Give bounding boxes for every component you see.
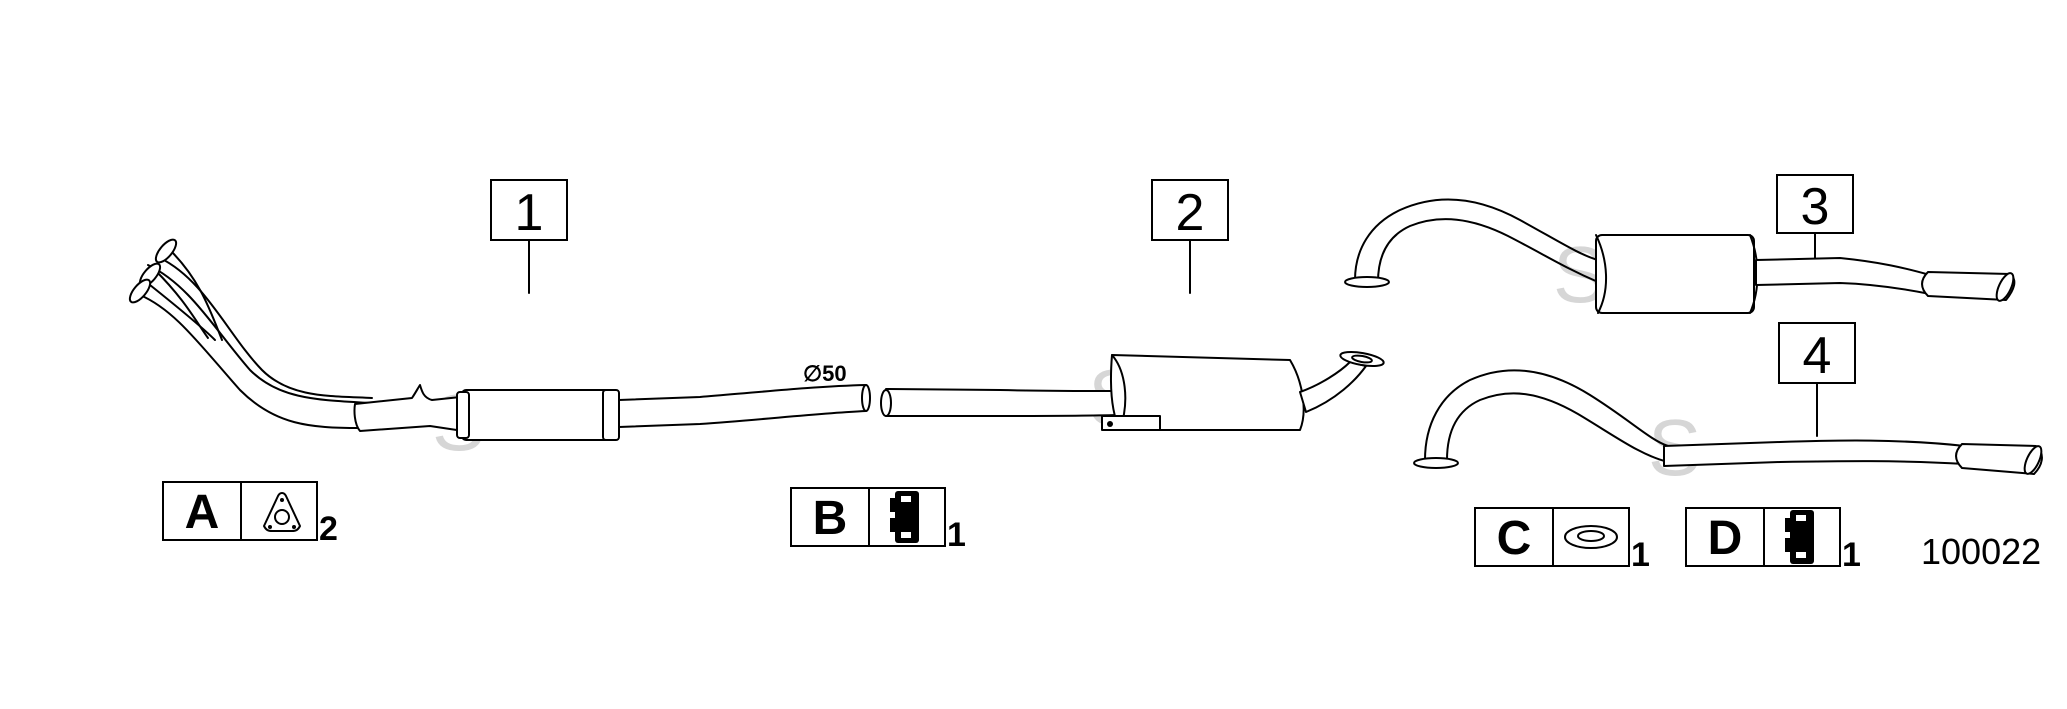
fitting-c-qty: 1 [1631,536,1650,574]
part-number-3: 3 [1801,178,1830,236]
rubber-ring-icon [1564,525,1618,549]
part-number-1: 1 [515,184,544,242]
fitting-a: A 2 [162,481,338,548]
fitting-c-letter: C [1497,512,1532,565]
fitting-d: D 1 [1685,507,1861,574]
clamp-icon [890,491,919,543]
callout-part-4: 4 [1778,322,1856,437]
part-number-2: 2 [1176,184,1205,242]
fitting-c: C 1 [1474,507,1650,574]
part-1-front-pipe-drawing [128,238,871,441]
watermarks: S S S S [432,230,1701,492]
fitting-b: B 1 [790,487,966,554]
diameter-label: ∅50 [803,361,847,386]
part-3-rear-silencer-drawing [1344,198,2016,314]
fitting-a-letter: A [185,486,220,539]
fitting-d-qty: 1 [1842,536,1861,574]
callout-part-2: 2 [1151,179,1229,294]
callout-part-3: 3 [1776,174,1854,259]
fitting-b-qty: 1 [947,516,966,554]
diagram-code: 100022 [1921,531,2041,572]
clamp-icon [1785,510,1814,564]
flange-gasket-icon [263,492,301,532]
fitting-a-qty: 2 [319,510,338,548]
part-number-4: 4 [1803,327,1832,385]
fitting-b-letter: B [813,492,848,545]
fitting-d-letter: D [1708,512,1743,565]
callout-part-1: 1 [490,179,568,294]
part-2-rear-silencer-drawing [880,350,1385,431]
part-4-tail-pipe-drawing [1413,369,2043,475]
